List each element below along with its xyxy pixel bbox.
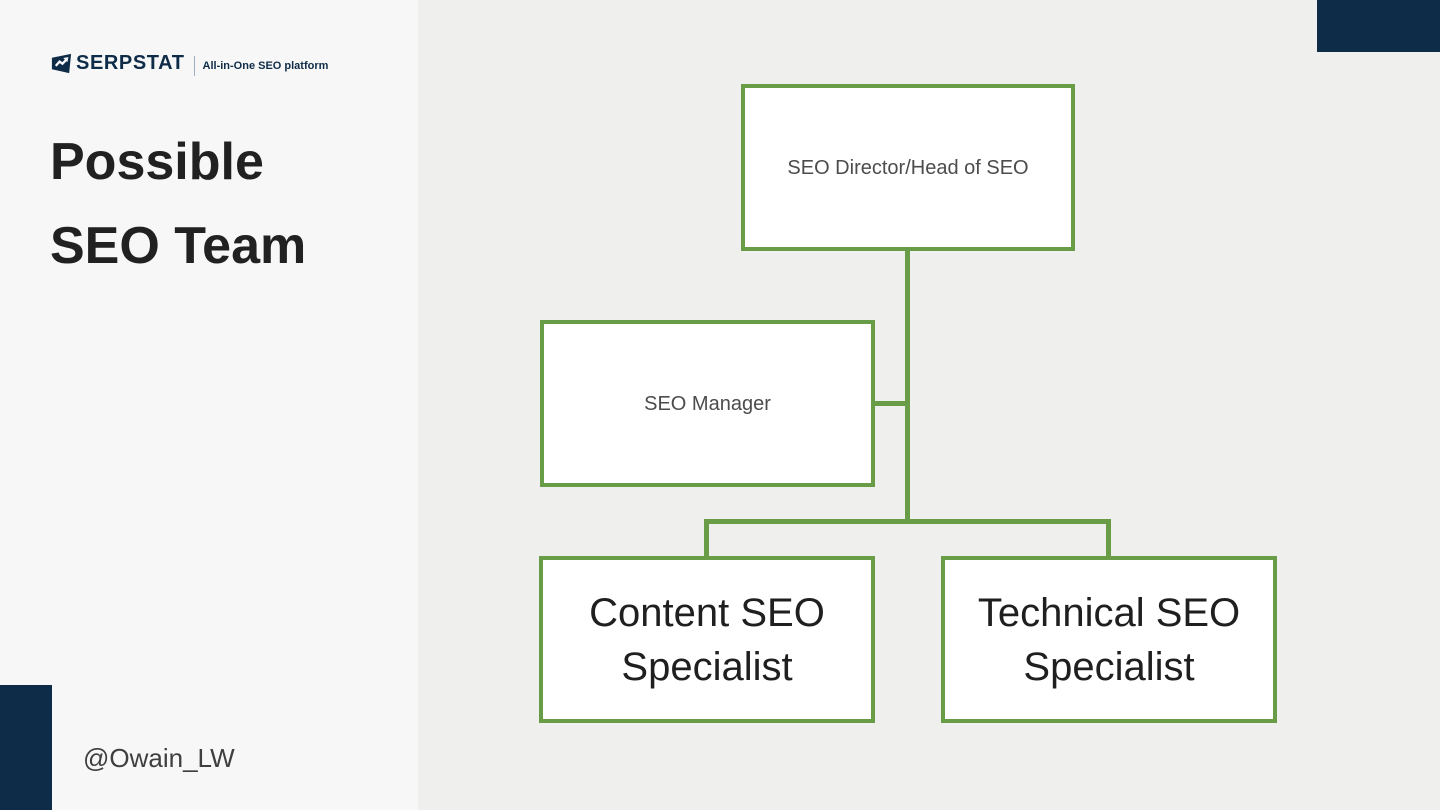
logo-divider bbox=[193, 56, 195, 76]
org-node-director: SEO Director/Head of SEO bbox=[741, 84, 1075, 251]
sidebar-panel: SERPSTAT All-in-One SEO platform Possibl… bbox=[0, 0, 418, 810]
slide-title-line1: Possible bbox=[50, 133, 264, 191]
decorative-corner-top-right bbox=[1317, 0, 1440, 52]
org-node-manager: SEO Manager bbox=[540, 320, 875, 487]
brand-tagline: All-in-One SEO platform bbox=[202, 60, 329, 72]
org-node-director-label: SEO Director/Head of SEO bbox=[787, 156, 1029, 179]
org-node-technical-specialist: Technical SEO Specialist bbox=[941, 556, 1277, 723]
slide-title-line2: SEO Team bbox=[50, 217, 307, 275]
brand-logo: SERPSTAT All-in-One SEO platform bbox=[50, 50, 328, 76]
connector-content-drop bbox=[704, 522, 709, 557]
connector-specialists-bar bbox=[704, 519, 1111, 524]
connector-director-trunk bbox=[905, 249, 910, 522]
serpstat-arrow-flag-icon bbox=[51, 53, 72, 73]
author-handle: @Owain_LW bbox=[83, 743, 235, 773]
slide-title: Possible SEO Team bbox=[50, 120, 306, 288]
org-node-content-specialist-label: Content SEO Specialist bbox=[589, 590, 825, 689]
org-node-manager-label: SEO Manager bbox=[644, 392, 771, 415]
org-node-content-specialist: Content SEO Specialist bbox=[539, 556, 875, 723]
connector-technical-drop bbox=[1106, 522, 1111, 557]
connector-manager-branch bbox=[873, 401, 906, 406]
org-node-technical-specialist-label: Technical SEO Specialist bbox=[977, 590, 1241, 689]
brand-wordmark: SERPSTAT bbox=[76, 51, 185, 74]
decorative-corner-bottom-left bbox=[0, 685, 52, 810]
